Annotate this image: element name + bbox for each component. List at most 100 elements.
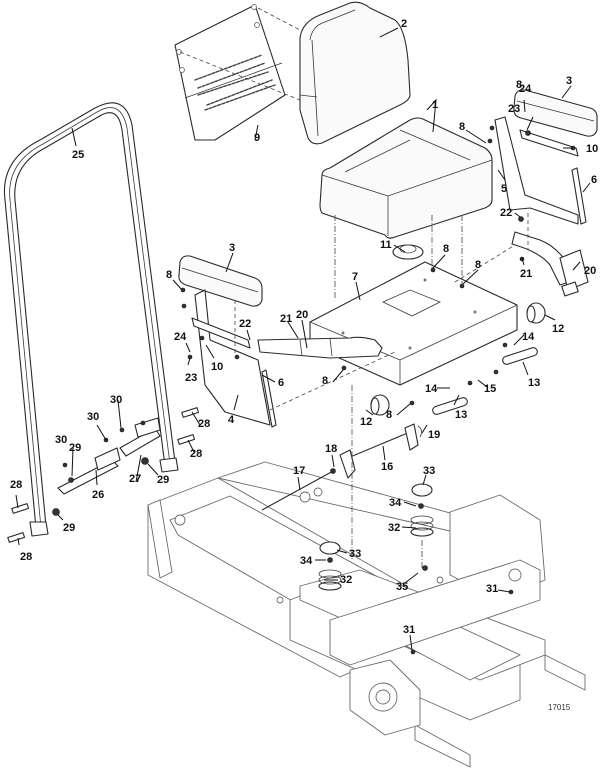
mount-bracket-27-plate [134, 417, 161, 438]
clip-18 [330, 468, 336, 474]
seat-plate [309, 261, 518, 386]
callout-labels: 1 2 3 3 4 5 6 6 7 8 8 8 8 8 8 8 9 10 10 … [10, 18, 598, 636]
callout-34: 34 [389, 497, 402, 509]
callout-33: 33 [423, 465, 435, 477]
seat-cushion [319, 117, 493, 239]
callout-23-left: 23 [185, 372, 197, 384]
callout-31: 31 [403, 624, 415, 636]
pin-13 [502, 347, 538, 365]
callout-22-left: 22 [239, 318, 251, 330]
callout-6-right: 6 [591, 174, 597, 186]
callout-21-right: 21 [520, 268, 532, 280]
frame-rail-end [147, 499, 173, 579]
callout-8: 8 [459, 121, 465, 133]
armrest-bracket-right-plate [519, 129, 579, 157]
bolts-28 [7, 407, 200, 543]
callout-13: 13 [455, 409, 467, 421]
bumper-33 [411, 483, 433, 497]
callout-28: 28 [198, 418, 210, 430]
nut-29 [52, 508, 60, 516]
callout-30: 30 [110, 394, 122, 406]
frame-front-beam [329, 559, 541, 666]
bumper-12 [526, 302, 546, 324]
callout-31: 31 [486, 583, 498, 595]
spring-32 [410, 515, 434, 537]
callout-17: 17 [293, 465, 305, 477]
callout-8: 8 [516, 79, 522, 91]
callout-28: 28 [20, 551, 32, 563]
callout-35: 35 [396, 581, 408, 593]
roll-bar [3, 102, 179, 537]
callout-32: 32 [388, 522, 400, 534]
seat-back [299, 1, 411, 145]
callout-8: 8 [443, 243, 449, 255]
callout-12: 12 [552, 323, 564, 335]
seat-back-plate [174, 4, 286, 141]
armrest-bracket-left [194, 289, 271, 426]
callout-7: 7 [352, 271, 358, 283]
nut-34 [418, 503, 424, 509]
callout-34: 34 [300, 555, 313, 567]
callout-8: 8 [386, 409, 392, 421]
callout-30: 30 [87, 411, 99, 423]
callout-16: 16 [381, 461, 393, 473]
pin-13 [432, 397, 468, 415]
callout-21-left: 21 [280, 313, 292, 325]
bumper-33 [319, 541, 341, 555]
callout-2: 2 [401, 18, 407, 30]
rod-17 [261, 469, 336, 511]
callout-8: 8 [475, 259, 481, 271]
callout-12: 12 [360, 416, 372, 428]
callout-28: 28 [190, 448, 202, 460]
callout-29: 29 [69, 442, 81, 454]
callout-24-left: 24 [174, 331, 187, 343]
callout-11: 11 [380, 239, 392, 251]
callout-19: 19 [428, 429, 440, 441]
callout-14: 14 [522, 331, 535, 343]
nut-34 [327, 557, 333, 563]
callout-25: 25 [72, 149, 84, 161]
screw-30 [119, 427, 125, 433]
callout-3-left: 3 [229, 242, 235, 254]
roll-bar-foot-left [29, 521, 49, 537]
spring-19 [417, 425, 422, 438]
callout-33: 33 [349, 548, 361, 560]
callout-18: 18 [325, 443, 337, 455]
seat-latch [339, 423, 419, 479]
callout-10-right: 10 [586, 143, 598, 155]
seat-belt-left [257, 336, 383, 359]
callout-5: 5 [501, 183, 507, 195]
armrest-right [513, 89, 598, 137]
callout-1: 1 [432, 99, 438, 111]
mount-bracket-26 [57, 459, 119, 495]
callout-24-right: 24 [519, 83, 532, 95]
strip-right [571, 167, 587, 225]
frame-tube-right [544, 654, 586, 691]
spring-32 [318, 569, 342, 591]
assembly-lines [234, 213, 529, 570]
assembly-line [179, 7, 301, 101]
frame-assembly [147, 461, 586, 768]
callout-27: 27 [129, 473, 141, 485]
screw-30 [62, 462, 68, 468]
armrest-bracket-right [494, 116, 579, 225]
callout-6-left: 6 [278, 377, 284, 389]
callout-28: 28 [10, 479, 22, 491]
callout-22-right: 22 [500, 207, 512, 219]
callout-9: 9 [254, 132, 260, 144]
armrest-left [178, 255, 263, 307]
callout-32: 32 [340, 574, 352, 586]
seat-belt-right [511, 231, 589, 297]
figure-id: 17015 [548, 703, 571, 712]
callout-13: 13 [528, 377, 540, 389]
leader-lines [15, 27, 591, 651]
callout-20-right: 20 [584, 265, 596, 277]
frame-tube-left [414, 724, 471, 768]
strip-left [261, 369, 277, 428]
nut-29 [68, 477, 74, 483]
mount-bracket-26-plate [94, 447, 121, 471]
callout-8: 8 [166, 269, 172, 281]
callout-20-left: 20 [296, 309, 308, 321]
hardware [180, 125, 576, 655]
